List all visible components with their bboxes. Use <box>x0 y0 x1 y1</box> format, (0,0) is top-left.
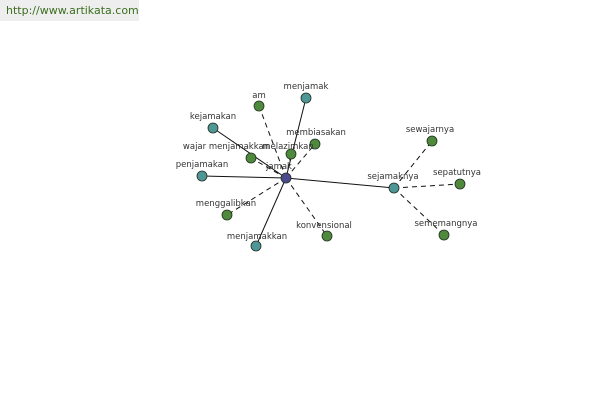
node-melazimkan[interactable] <box>285 148 297 160</box>
edge-jamak-menggalibkan <box>226 177 287 216</box>
node-label-sejamaknya: sejamaknya <box>367 172 418 182</box>
node-sepatutnya[interactable] <box>454 178 466 190</box>
edge-jamak-menjamak <box>285 97 307 179</box>
node-sememangnya[interactable] <box>438 229 450 241</box>
node-label-menggalibkan: menggalibkan <box>196 199 256 209</box>
labels-layer: jamak menjamak am kejamakan membiasakan wajar… <box>176 82 481 242</box>
node-label-sememangnya: sememangnya <box>414 219 477 229</box>
node-label-am: am <box>252 91 266 101</box>
source-link[interactable]: http://www.artikata.com <box>6 4 139 17</box>
edge-sejamaknya-sewajarnya <box>393 140 433 189</box>
node-menjamak[interactable] <box>300 92 312 104</box>
node-label-wajar-menjamakkan: wajar menjamakkan <box>183 142 269 152</box>
node-membiasakan[interactable] <box>309 138 321 150</box>
node-label-jamak: jamak <box>265 162 292 172</box>
node-am[interactable] <box>253 100 265 112</box>
node-sewajarnya[interactable] <box>426 135 438 147</box>
edge-sejamaknya-sememangnya <box>393 187 445 236</box>
node-label-sewajarnya: sewajarnya <box>406 125 454 135</box>
node-label-menjamakkan: menjamakkan <box>227 232 287 242</box>
edge-sejamaknya-sepatutnya <box>393 183 461 189</box>
source-banner: http://www.artikata.com <box>0 0 139 21</box>
edge-jamak-am <box>258 105 287 179</box>
node-jamak[interactable] <box>280 172 292 184</box>
node-label-sepatutnya: sepatutnya <box>433 168 481 178</box>
node-sejamaknya[interactable] <box>388 182 400 194</box>
node-penjamakan[interactable] <box>196 170 208 182</box>
node-label-penjamakan: penjamakan <box>176 160 228 170</box>
nodes-layer <box>196 92 466 252</box>
node-label-membiasakan: membiasakan <box>286 128 346 138</box>
node-label-konvensional: konvensional <box>296 221 352 231</box>
edge-jamak-membiasakan <box>285 143 316 179</box>
node-label-menjamak: menjamak <box>284 82 329 92</box>
node-wajar-menjamakkan[interactable] <box>245 152 257 164</box>
edge-jamak-penjamakan <box>201 175 287 179</box>
edge-jamak-wajar-menjamakkan <box>250 157 287 179</box>
node-kejamakan[interactable] <box>207 122 219 134</box>
edge-jamak-menjamakkan <box>255 177 287 247</box>
node-menggalibkan[interactable] <box>221 209 233 221</box>
edge-jamak-konvensional <box>285 177 328 237</box>
node-label-melazimkan: melazimkan <box>262 142 314 152</box>
edges-layer <box>201 97 461 247</box>
node-konvensional[interactable] <box>321 230 333 242</box>
node-menjamakkan[interactable] <box>250 240 262 252</box>
edge-jamak-sejamaknya <box>285 177 395 189</box>
node-label-kejamakan: kejamakan <box>190 112 236 122</box>
